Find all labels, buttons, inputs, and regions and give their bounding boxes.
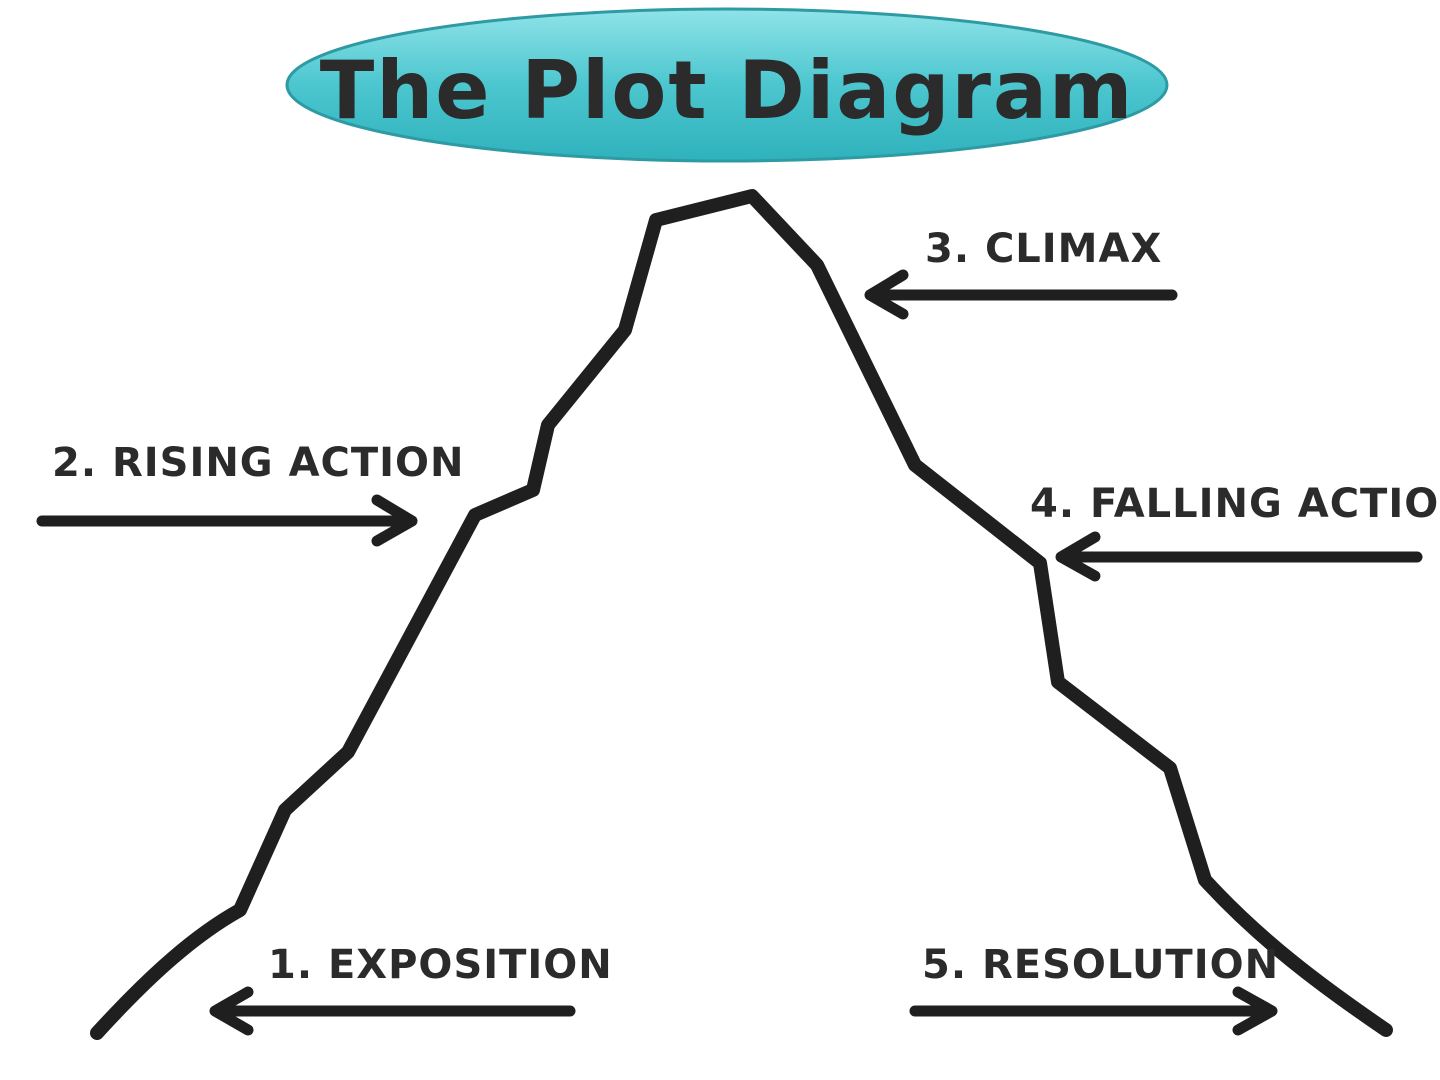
page-title: The Plot Diagram <box>320 44 1135 137</box>
climax-label: 3. climax <box>925 226 1162 272</box>
title-banner: The Plot Diagram <box>285 7 1169 163</box>
rising-action-label: 2. rising action <box>52 440 465 486</box>
resolution-label: 5. resolution <box>922 942 1279 988</box>
plot-mountain-line <box>90 189 1393 1040</box>
arrow-left-icon <box>864 269 909 320</box>
stage-exposition: 1. exposition <box>209 942 613 1036</box>
title-ellipse <box>285 7 1169 163</box>
resolution-arrow <box>909 986 1278 1036</box>
arrow-left-icon <box>1055 531 1101 582</box>
arrow-right-icon <box>1232 986 1278 1036</box>
arrow-right-icon <box>371 494 418 547</box>
rising-action-arrow <box>36 494 418 547</box>
stage-rising-action: 2. rising action <box>36 440 465 547</box>
stage-climax: 3. climax <box>864 226 1178 320</box>
stage-resolution: 5. resolution <box>909 942 1279 1036</box>
stage-falling-action: 4. falling action <box>1030 481 1440 582</box>
falling-action-label: 4. falling action <box>1030 481 1440 527</box>
exposition-arrow <box>209 986 576 1036</box>
climax-arrow <box>864 269 1178 320</box>
exposition-label: 1. exposition <box>268 942 613 988</box>
falling-action-arrow <box>1055 531 1423 582</box>
arrow-left-icon <box>209 986 254 1036</box>
